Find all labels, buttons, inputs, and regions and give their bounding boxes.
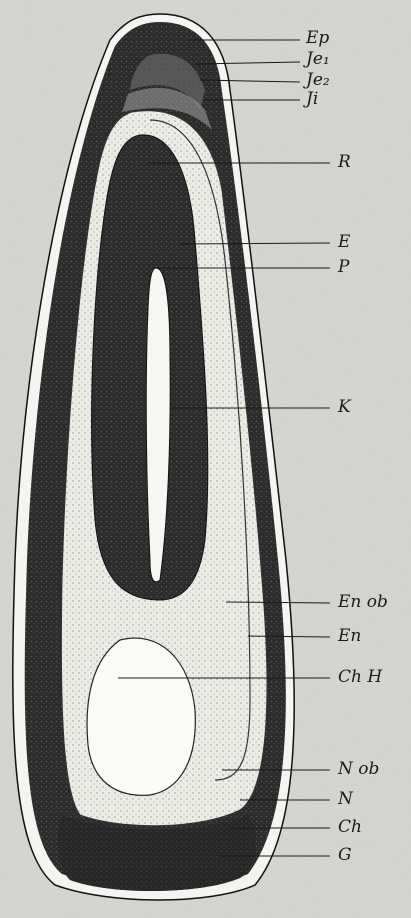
label-Ji: Ji [306,91,318,108]
label-K: K [338,399,351,416]
label-G: G [338,847,352,864]
label-P: P [338,259,349,276]
label-R: R [338,154,351,171]
label-NOb: N ob [338,761,379,778]
label-EnOb: En ob [338,594,388,611]
label-En: En [338,628,361,645]
label-E: E [338,234,350,251]
chalazal-cavity [87,638,195,795]
label-Je1: Je₁ [306,51,330,68]
label-Ep: Ep [306,30,329,47]
label-Ch: Ch [338,819,362,836]
label-N: N [338,791,353,808]
label-ChH: Ch H [338,669,382,686]
label-Je2: Je₂ [306,72,330,89]
